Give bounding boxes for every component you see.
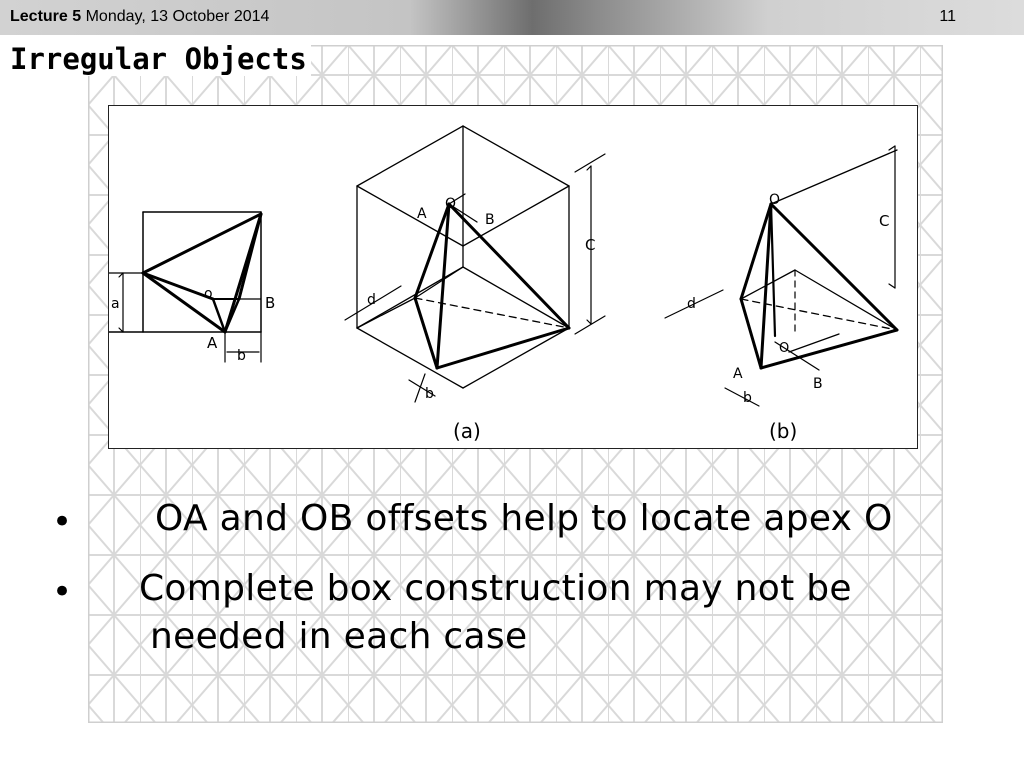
figure-labels: o B A a b O A B C d b (a) O C d O A B b … [111, 192, 889, 443]
label-d-a: d [367, 292, 376, 308]
isometric-view-b [664, 145, 899, 407]
label-o-b: O [779, 341, 789, 356]
label-B-left: B [265, 294, 275, 312]
header-lecture-info: Lecture 5 Monday, 13 October 2014 [10, 8, 269, 26]
bullet-text-continuation: needed in each case [150, 616, 528, 657]
label-a-left: a [111, 296, 120, 312]
label-A-a: A [417, 206, 427, 222]
bullet-marker: • [52, 572, 73, 612]
bullet-marker: • [52, 502, 73, 542]
isometric-figure: o B A a b O A B C d b (a) O C d O A B b … [108, 105, 918, 449]
label-B-a: B [485, 212, 495, 228]
label-O-a: O [445, 196, 456, 212]
label-C-b: C [879, 212, 889, 230]
label-b-a: b [425, 386, 434, 402]
label-A-left: A [207, 334, 218, 352]
label-B-b: B [813, 376, 823, 392]
caption-a: (a) [453, 419, 481, 443]
header-date: Monday, 13 October 2014 [85, 8, 270, 25]
slide-header: Lecture 5 Monday, 13 October 2014 11 [0, 0, 1024, 35]
orthographic-view [109, 211, 263, 363]
isometric-view-a [344, 125, 606, 403]
label-b-left: b [237, 348, 246, 364]
label-C-a: C [585, 236, 595, 254]
label-A-b: A [733, 366, 743, 382]
header-lecture: Lecture 5 [10, 8, 82, 25]
caption-b: (b) [769, 419, 797, 443]
label-d-b: d [687, 296, 696, 312]
label-b-b: b [743, 390, 752, 406]
figure-drawing: o B A a b O A B C d b (a) O C d O A B b … [109, 125, 899, 443]
label-o-small: o [204, 286, 213, 302]
slide-title: Irregular Objects [10, 42, 311, 76]
slide-number: 11 [939, 8, 956, 25]
bullet-text: OA and OB offsets help to locate apex O [155, 498, 893, 539]
label-O-b: O [769, 192, 780, 208]
bullet-text: Complete box construction may not be [139, 568, 852, 609]
